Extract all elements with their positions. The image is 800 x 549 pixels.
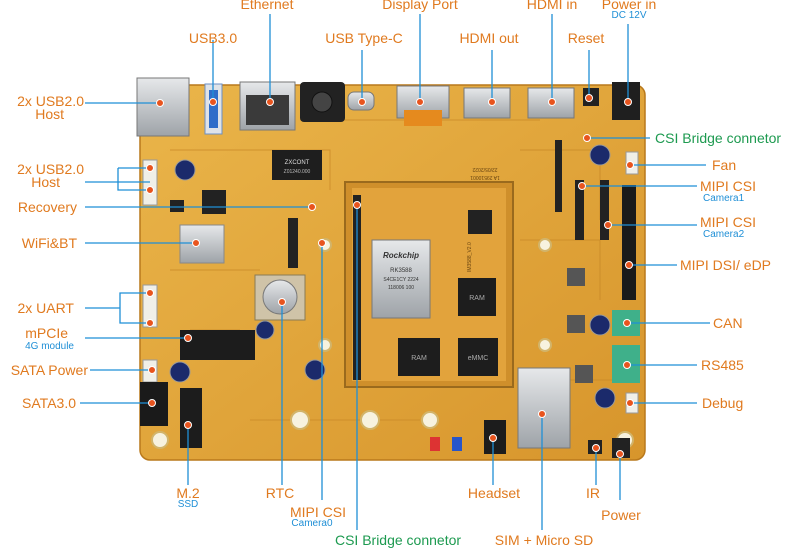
label-csi-bridge-bottom: CSI Bridge connetor	[334, 532, 462, 548]
label-mpcie: mPCIe	[25, 325, 68, 341]
mipi-csi2-connector	[600, 180, 609, 240]
label-sim-sd: SIM + Micro SD	[494, 532, 594, 548]
label-sata-power: SATA Power	[10, 362, 88, 378]
label-usb20-host2-a: 2x USB2.0	[17, 161, 84, 177]
emmc-chip	[458, 338, 498, 376]
board-code: 1A 29510001	[470, 174, 500, 180]
mipi-csi1-connector	[575, 180, 584, 240]
label-usb-typec: USB Type-C	[325, 30, 403, 46]
mpcie-slot	[180, 330, 255, 360]
label-display-port: Display Port	[382, 0, 458, 12]
label-power: Power	[601, 507, 641, 523]
ram2-text: RAM	[411, 355, 427, 362]
ram-chip-2	[398, 338, 440, 376]
chip-model: RK3588	[390, 268, 412, 274]
label-usb30: USB3.0	[188, 30, 238, 46]
label-mipi-csi1-sub: Camera1	[703, 193, 745, 204]
label-mipi-dsi: MIPI DSI/ eDP	[680, 257, 772, 273]
capacitors	[169, 144, 616, 409]
ram-chip-1	[458, 278, 496, 316]
label-sata30: SATA3.0	[22, 395, 76, 411]
label-can: CAN	[713, 315, 743, 331]
eth-phy-chip	[272, 150, 322, 180]
label-mipi-csi2: MIPI CSI	[700, 214, 757, 230]
pmic-chip	[468, 210, 492, 234]
label-m2-sub: SSD	[177, 499, 199, 510]
chip-line3: 118006 100	[388, 285, 414, 291]
label-csi-bridge-top: CSI Bridge connetor	[655, 130, 782, 146]
soc-chip	[371, 239, 431, 319]
label-mipi-csi1: MIPI CSI	[700, 178, 757, 194]
label-ethernet: Ethernet	[240, 0, 294, 12]
label-ir: IR	[586, 485, 600, 501]
mipi-csi0-connector	[288, 218, 298, 268]
label-m2: M.2	[176, 485, 200, 501]
label-usb20-host1-a: 2x USB2.0	[17, 93, 84, 109]
eth-chip-text2: Z01240.000	[284, 169, 311, 175]
inductor-1	[567, 268, 585, 286]
label-mpcie-sub: 4G module	[25, 341, 74, 352]
small-ic	[202, 190, 226, 214]
label-rs485: RS485	[701, 357, 744, 373]
recovery-button	[170, 200, 184, 212]
som-label: IM3588_V2.0	[467, 242, 473, 272]
label-fan: Fan	[712, 157, 737, 173]
mipi-dsi-header	[622, 185, 636, 300]
eth-chip-text: ZXCONT	[285, 160, 310, 166]
label-recovery: Recovery	[17, 199, 77, 215]
label-usb20-host2-b: Host	[31, 174, 60, 190]
label-power-in-sub: DC 12V	[611, 10, 647, 21]
label-wifi-bt: WiFi&BT	[21, 235, 77, 251]
led-pair	[430, 437, 440, 451]
hdmi-in-port	[527, 87, 575, 119]
usb20-host-port	[136, 77, 190, 137]
label-headset: Headset	[467, 485, 521, 501]
wifi-bt-module	[179, 224, 225, 264]
csi-bridge-connector-top	[555, 140, 562, 212]
inductor-3	[575, 365, 593, 383]
chip-brand: Rockchip	[383, 251, 419, 260]
markers	[146, 94, 634, 458]
label-reset: Reset	[567, 30, 605, 46]
sim-sd-slot	[517, 367, 571, 449]
label-hdmi-in: HDMI in	[526, 0, 578, 12]
label-power-in: Power in	[601, 0, 657, 12]
label-uart: 2x UART	[17, 300, 74, 316]
label-usb20-host1-b: Host	[35, 106, 64, 122]
label-hdmi-out: HDMI out	[459, 30, 519, 46]
emmc-text: eMMC	[468, 355, 489, 362]
label-mipi-csi0: MIPI CSI	[289, 504, 347, 520]
label-mipi-csi2-sub: Camera2	[703, 229, 745, 240]
inductor-2	[567, 315, 585, 333]
board-date: 22/05/2022	[472, 166, 497, 172]
label-mipi-csi0-sub: Camera0	[291, 518, 333, 529]
label-rtc: RTC	[265, 485, 295, 501]
hdmi-out-port	[463, 87, 511, 119]
label-debug: Debug	[702, 395, 744, 411]
m2-slot	[180, 388, 202, 448]
chip-line2: S4CE1CY 2224	[383, 277, 418, 283]
ram1-text: RAM	[469, 295, 485, 302]
leader-lines	[80, 14, 710, 530]
